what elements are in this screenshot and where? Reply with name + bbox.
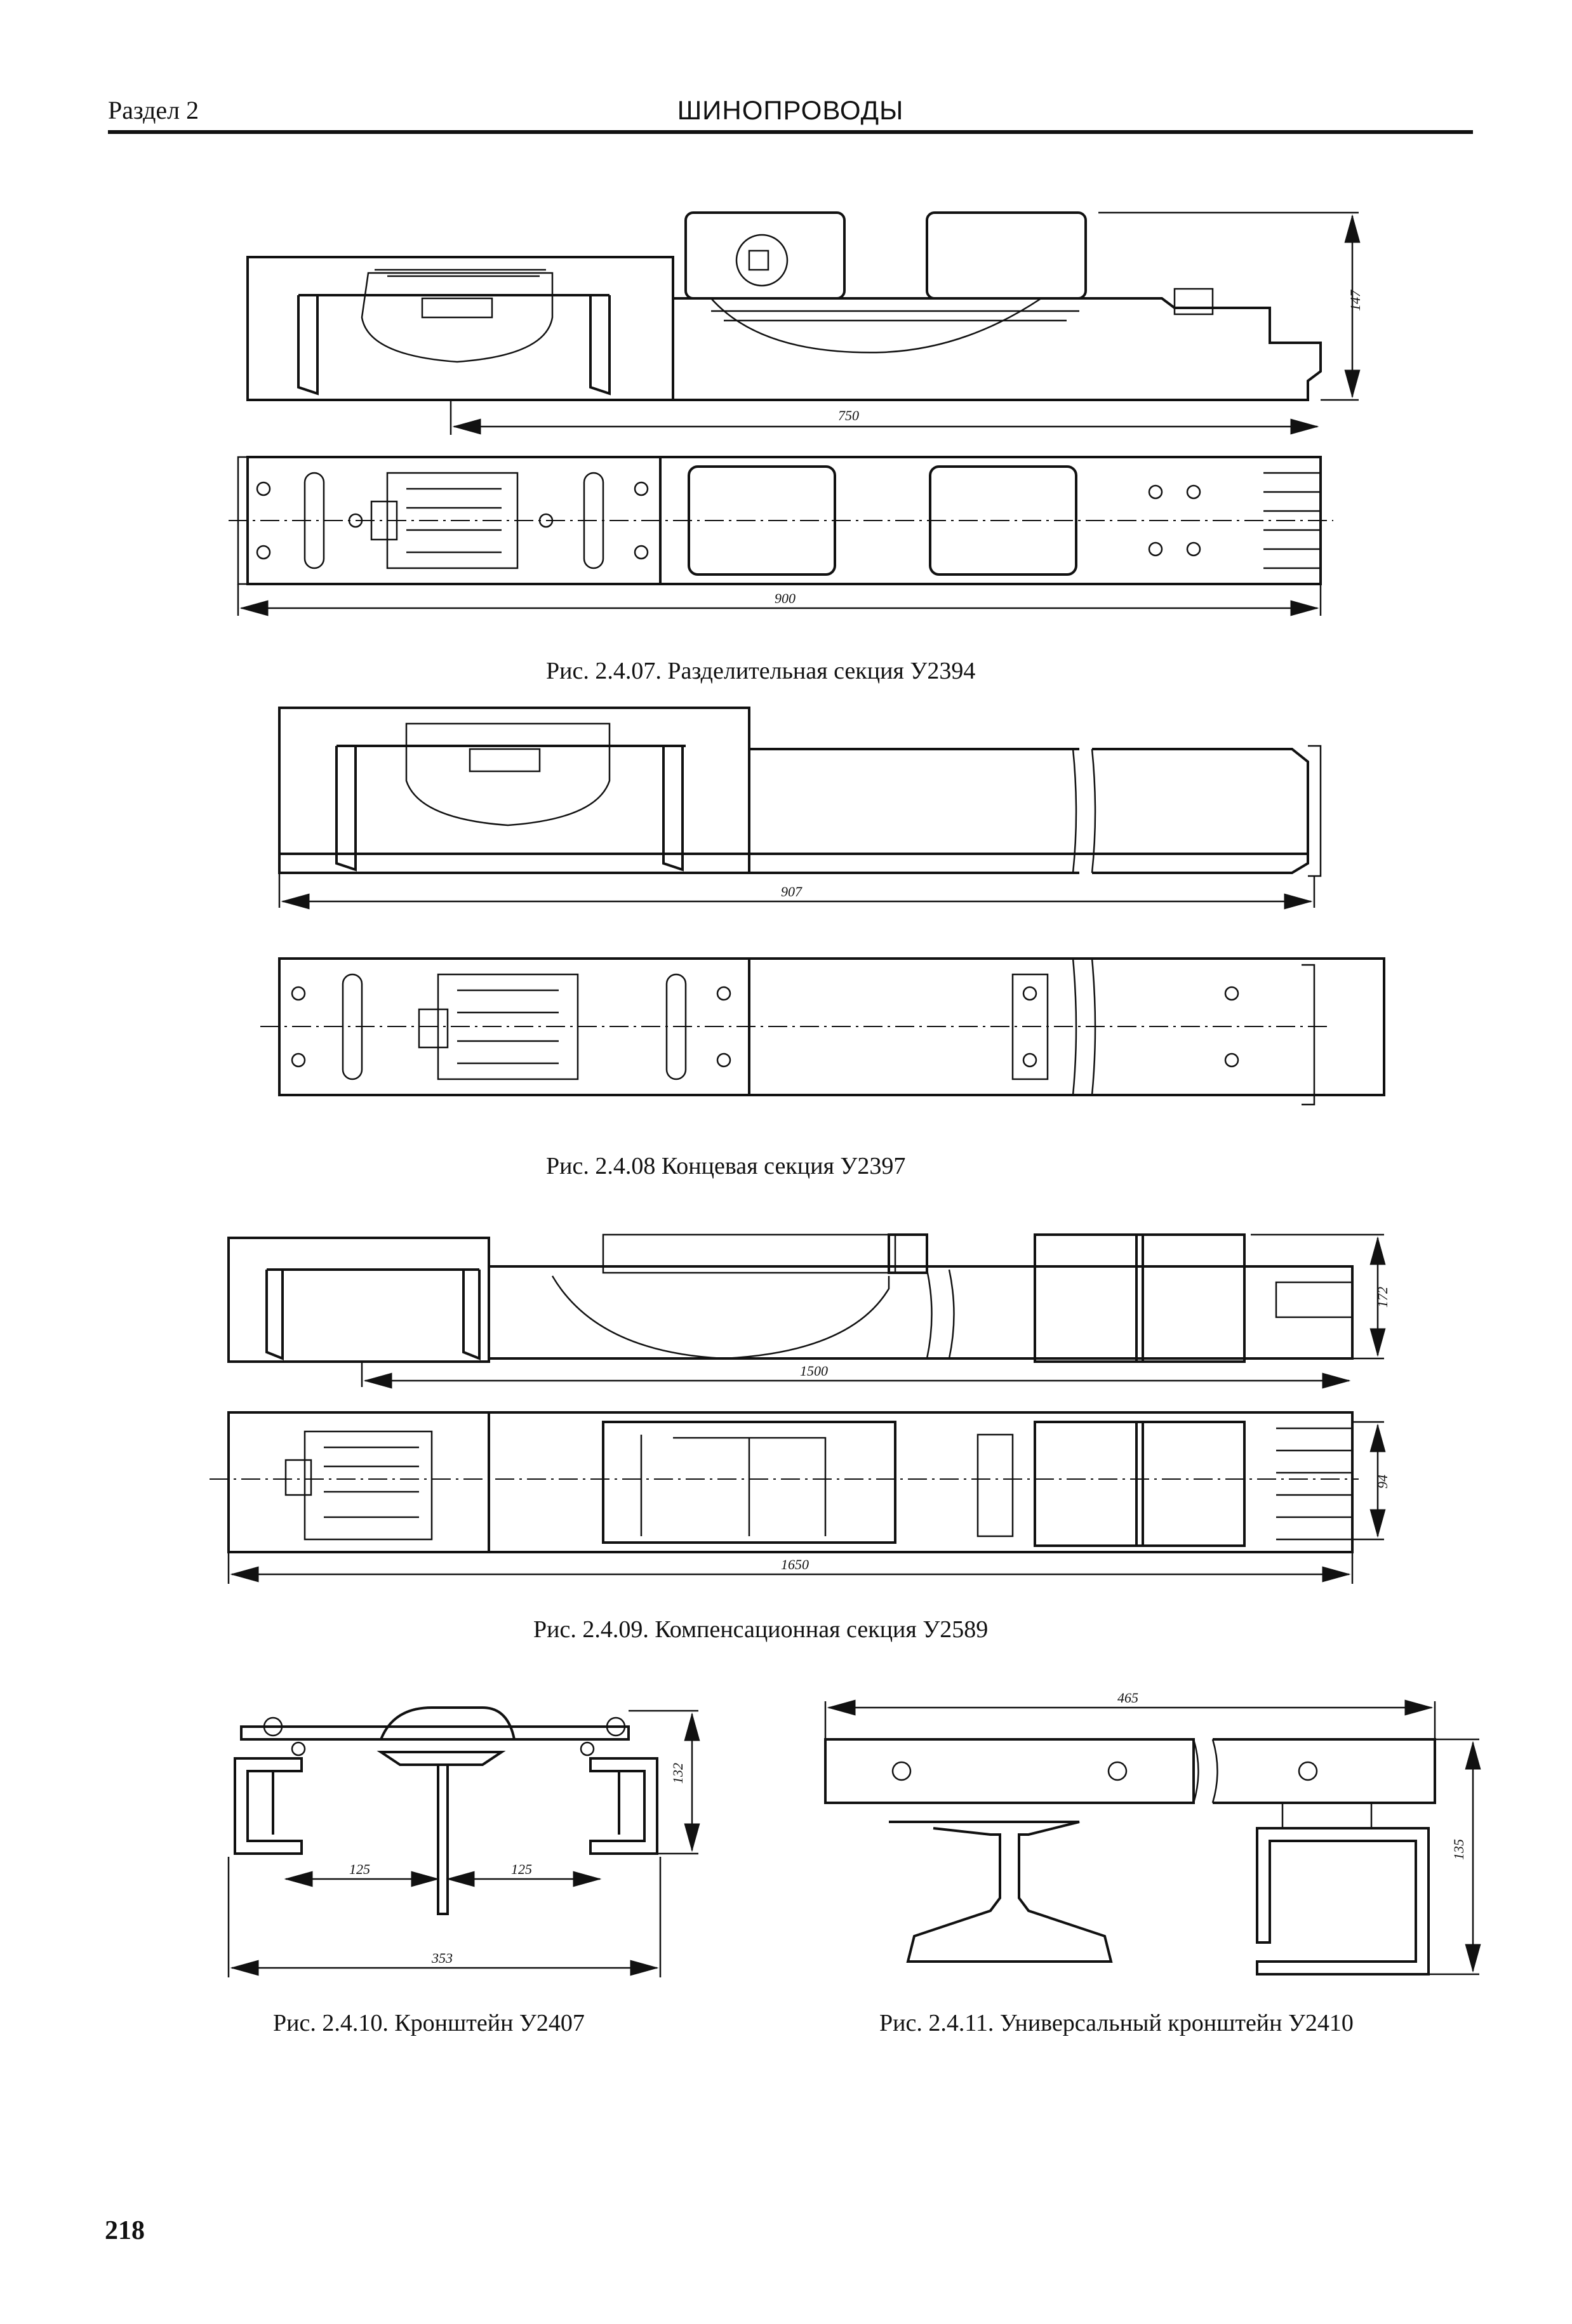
dim-750: 750 <box>838 408 859 423</box>
dim-125-right: 125 <box>511 1861 532 1877</box>
header-rule <box>108 130 1473 134</box>
page-header: Раздел 2 ШИНОПРОВОДЫ <box>108 95 1473 133</box>
figure-caption-2-4-09: Рис. 2.4.09. Компенсационная секция У258… <box>533 1616 989 1643</box>
dim-135: 135 <box>1451 1839 1467 1860</box>
dim-94: 94 <box>1375 1475 1390 1489</box>
figure-caption-2-4-11: Рис. 2.4.11. Универсальный кронштейн У24… <box>879 2010 1354 2036</box>
figure-2-4-09-drawing: 172 1500 94 1650 <box>210 1233 1390 1584</box>
figure-2-4-11-drawing: 465 135 <box>824 1690 1481 1975</box>
page-title: ШИНОПРОВОДЫ <box>677 95 904 125</box>
dim-132: 132 <box>670 1763 686 1784</box>
figure-2-4-10-drawing: 132 125 125 353 <box>227 1706 700 1977</box>
dim-900: 900 <box>775 590 796 606</box>
dim-1650: 1650 <box>781 1557 809 1572</box>
figure-2-4-08-drawing: 907 <box>260 707 1385 1106</box>
dim-907: 907 <box>781 884 803 900</box>
section-label: Раздел 2 <box>108 96 199 124</box>
figure-caption-2-4-10: Рис. 2.4.10. Кронштейн У2407 <box>273 2010 585 2036</box>
figure-2-4-07-drawing: 147 750 900 <box>229 211 1363 616</box>
dim-1500: 1500 <box>800 1363 828 1379</box>
dim-147: 147 <box>1347 289 1363 311</box>
figure-caption-2-4-08: Рис. 2.4.08 Концевая секция У2397 <box>546 1153 906 1179</box>
dim-465: 465 <box>1117 1690 1138 1706</box>
dim-125-left: 125 <box>349 1861 370 1877</box>
figure-caption-2-4-07: Рис. 2.4.07. Разделительная секция У2394 <box>546 658 976 684</box>
dim-172: 172 <box>1375 1287 1390 1308</box>
dim-353: 353 <box>431 1950 453 1966</box>
page-number: 218 <box>105 2216 145 2245</box>
